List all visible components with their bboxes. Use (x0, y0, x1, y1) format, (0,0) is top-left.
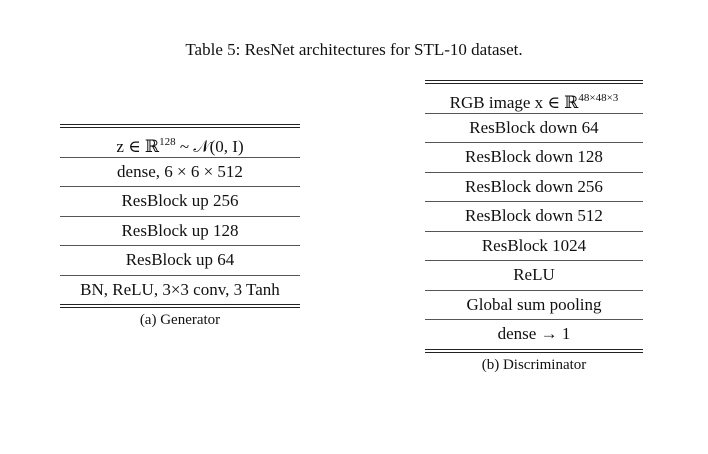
discriminator-table: RGB image x ∈ ℝ48×48×3 ResBlock down 64 … (425, 80, 643, 375)
table-row: ResBlock down 256 (425, 173, 643, 202)
top-rule (425, 80, 643, 84)
generator-caption: (a) Generator (139, 312, 221, 328)
bottom-rule (60, 304, 300, 308)
input-dims: 48×48×3 (578, 92, 619, 104)
latent-dim: 128 (159, 136, 176, 148)
top-rule (60, 124, 300, 128)
table-row: ResBlock 1024 (425, 232, 643, 261)
input-prefix: RGB image x ∈ ℝ (449, 93, 579, 112)
table-row: ReLU (425, 261, 643, 291)
table-row: RGB image x ∈ ℝ48×48×3 (425, 84, 643, 114)
table-row: dense, 6 × 6 × 512 (60, 158, 300, 187)
table-row: ResBlock up 64 (60, 246, 300, 276)
table-row: dense → 1 (497, 324, 571, 343)
table-row: Global sum pooling (425, 291, 643, 320)
table-row: ResBlock up 256 (60, 187, 300, 217)
table-row: BN, ReLU, 3×3 conv, 3 Tanh (80, 279, 280, 299)
latent-prefix: z ∈ ℝ (116, 137, 160, 156)
latent-dist: ~ 𝒩(0, I) (175, 137, 244, 156)
bottom-rule (425, 348, 643, 353)
table-row: ResBlock up 128 (60, 217, 300, 246)
generator-table: z ∈ ℝ128 ~ 𝒩(0, I) dense, 6 × 6 × 512 Re… (60, 124, 300, 330)
table-row: ResBlock down 128 (425, 143, 643, 173)
table-row: ResBlock down 64 (425, 114, 643, 143)
discriminator-caption: (b) Discriminator (481, 356, 587, 373)
table-row: ResBlock down 512 (425, 202, 643, 232)
table-row: z ∈ ℝ128 ~ 𝒩(0, I) (60, 128, 300, 158)
table-caption: Table 5: ResNet architectures for STL-10… (185, 40, 523, 59)
